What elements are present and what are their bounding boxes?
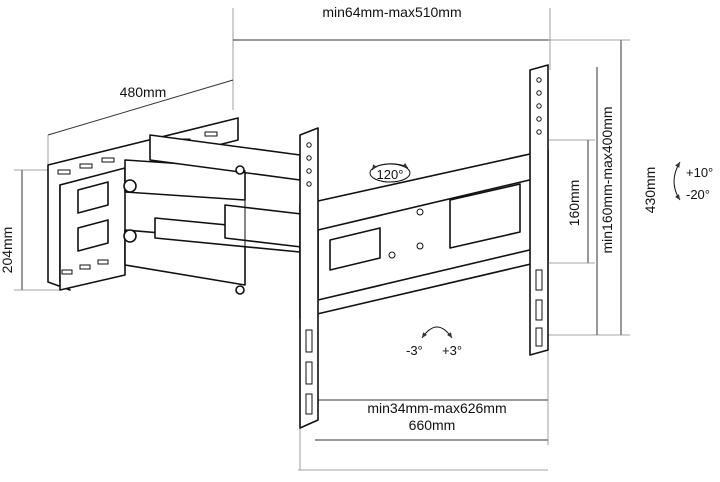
tilt-up-label: +10° (686, 165, 713, 180)
level-minus-label: -3° (406, 343, 423, 358)
wall-plate-height-label: 204mm (0, 227, 15, 274)
tv-bracket (299, 149, 549, 319)
swivel-label: 120° (377, 167, 404, 182)
top-range-label: min64mm-max510mm (322, 4, 461, 20)
depth-dimension (47, 79, 234, 136)
swivel-indicator: 120° (369, 162, 411, 183)
horizontal-range-label: min34mm-max626mm (367, 400, 506, 416)
width-label: 660mm (409, 417, 456, 433)
right-tv-rail (529, 64, 549, 356)
wall-plate (47, 117, 239, 291)
depth-label: 480mm (120, 84, 167, 100)
left-tv-rail (299, 127, 319, 429)
inner-height-label: 160mm (566, 180, 582, 227)
tilt-indicator: +10° -20° (673, 161, 713, 202)
articulating-arms (123, 134, 311, 295)
level-indicator: -3° +3° (406, 326, 462, 358)
vesa-vertical-label: min160mm-max400mm (599, 106, 615, 253)
level-plus-label: +3° (442, 343, 462, 358)
tilt-down-label: -20° (686, 187, 710, 202)
bracket-height-label: 430mm (642, 167, 658, 214)
